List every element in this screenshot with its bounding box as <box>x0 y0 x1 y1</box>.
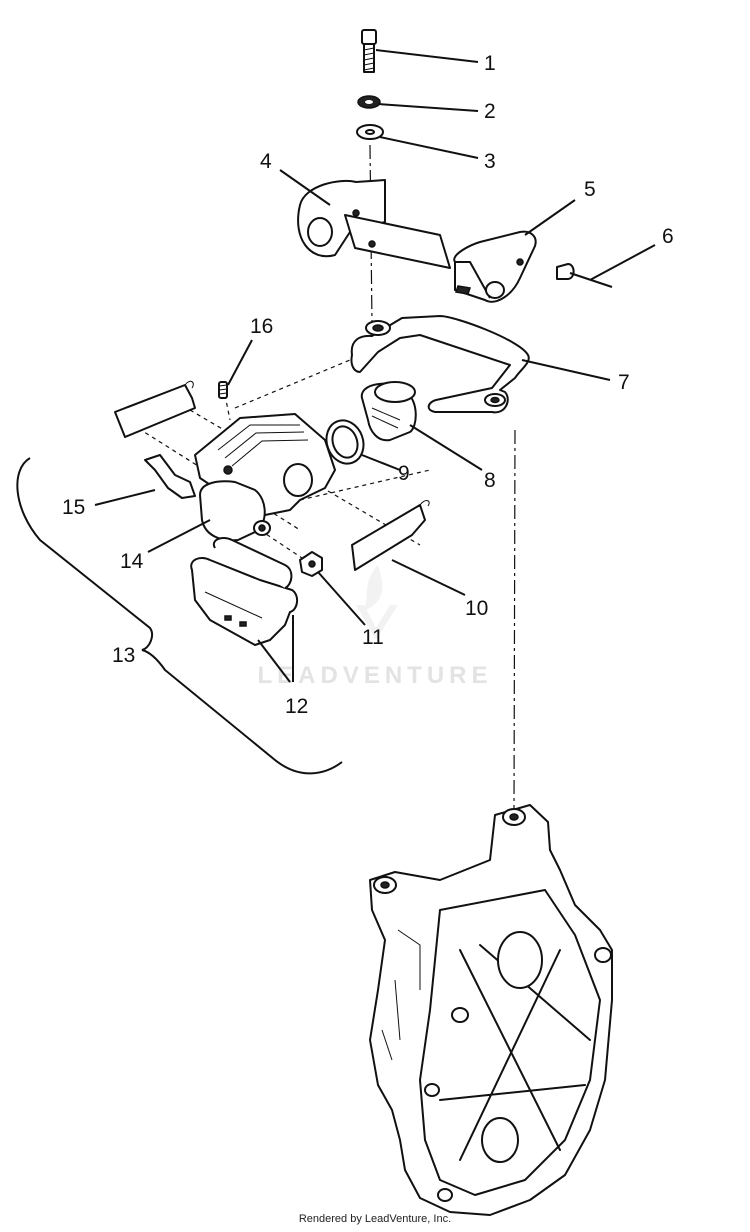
callout-13: 13 <box>112 644 135 667</box>
mounting-housing-part <box>369 804 613 1216</box>
axis-line-piston <box>299 469 431 501</box>
footer-credit: Rendered by LeadVenture, Inc. <box>298 1213 452 1225</box>
fitting-part <box>144 454 196 499</box>
callout-10: 10 <box>465 597 488 620</box>
callout-8: 8 <box>484 469 496 492</box>
callout-4: 4 <box>260 150 272 173</box>
watermark-logo <box>356 565 398 640</box>
callout-9: 9 <box>398 462 410 485</box>
callout-5: 5 <box>584 178 596 201</box>
brake-pads-part <box>190 537 298 646</box>
callout-2: 2 <box>484 100 496 123</box>
piston-part <box>360 381 417 442</box>
axis-line-caliper <box>234 359 351 409</box>
callout-7: 7 <box>618 371 630 394</box>
pad-spring-left-part <box>114 380 196 438</box>
callout-11: 11 <box>362 626 384 649</box>
seal-ring-part <box>325 419 365 465</box>
callout-15: 15 <box>62 496 85 519</box>
callout-1: 1 <box>484 52 496 75</box>
housing-part <box>199 480 271 542</box>
bracket-part <box>297 179 451 269</box>
axis-line-bolt <box>369 144 373 326</box>
yoke-part <box>350 315 530 414</box>
callout-3: 3 <box>484 150 496 173</box>
callout-12: 12 <box>285 695 308 718</box>
cotter-pin-part <box>556 263 613 288</box>
callout-14: 14 <box>120 550 144 573</box>
axis-line-screw <box>259 529 306 561</box>
callout-16: 16 <box>250 315 273 338</box>
bolt-part <box>361 29 377 73</box>
watermark-text: LEADVENTURE <box>257 662 493 689</box>
lever-arm-part <box>453 230 537 303</box>
pad-spring-right-part <box>351 500 430 571</box>
leader-lines <box>94 49 656 683</box>
group-bracket <box>16 457 343 775</box>
callout-6: 6 <box>662 225 674 248</box>
axis-line-pad-1 <box>124 419 301 531</box>
bleeder-pin-part <box>218 381 228 399</box>
lock-washer-part <box>357 95 381 109</box>
flat-washer-part <box>356 124 384 140</box>
nut-part <box>299 551 323 577</box>
axis-line-mount <box>513 429 516 809</box>
